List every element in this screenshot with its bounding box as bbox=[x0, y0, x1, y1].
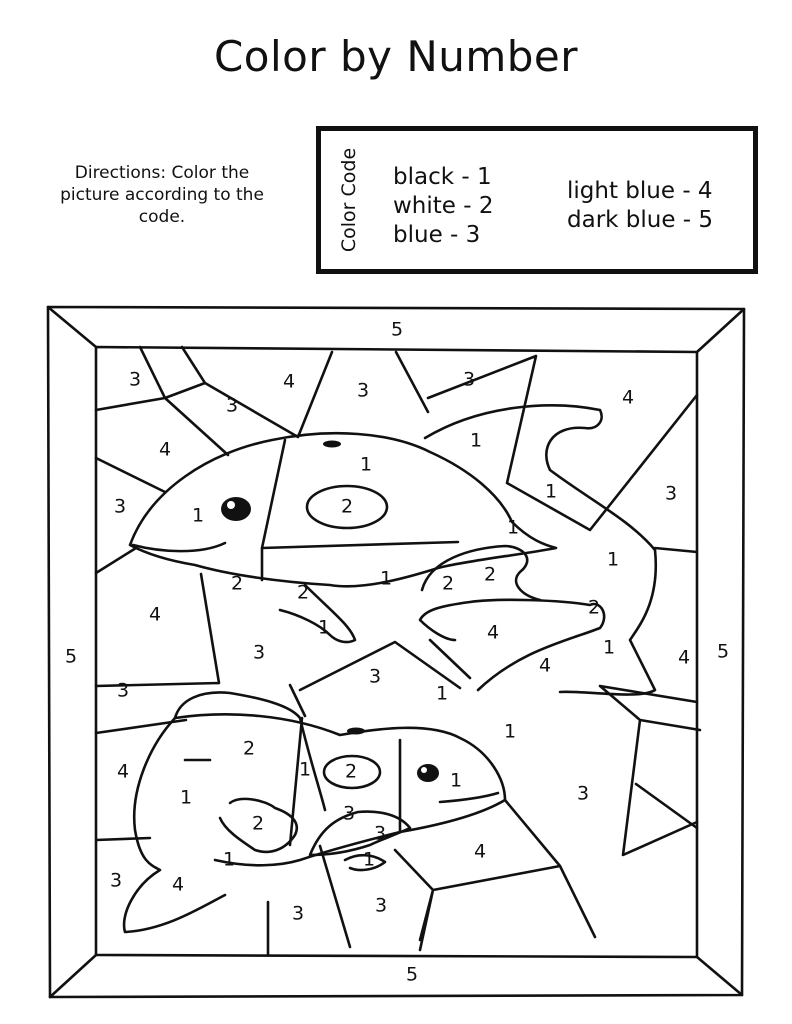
upper-shark-tail-top bbox=[423, 404, 658, 696]
region-number: 3 bbox=[357, 380, 369, 402]
region-number: 2 bbox=[297, 582, 309, 604]
region-number: 2 bbox=[442, 573, 454, 595]
region-number: 1 bbox=[223, 849, 235, 871]
lower-shark-gill bbox=[288, 716, 327, 847]
region-number: 4 bbox=[117, 761, 129, 783]
lower-shark-spot bbox=[322, 754, 382, 790]
color-code-box: Color Code black - 1 white - 2 blue - 3 … bbox=[316, 126, 758, 274]
color-code-column-2: light blue - 4 dark blue - 5 bbox=[567, 177, 713, 235]
region-number: 1 bbox=[450, 770, 462, 792]
region-number: 4 bbox=[539, 655, 551, 677]
upper-shark-nostril-icon bbox=[323, 440, 341, 448]
region-number: 3 bbox=[375, 895, 387, 917]
region-number: 3 bbox=[114, 496, 126, 518]
region-number: 5 bbox=[65, 646, 77, 668]
region-number: 2 bbox=[252, 813, 264, 835]
upper-shark-side-fin bbox=[420, 544, 542, 602]
color-code-item-dark-blue: dark blue - 5 bbox=[567, 207, 714, 233]
lower-shark-tail bbox=[122, 716, 227, 934]
region-number: 1 bbox=[363, 849, 375, 871]
region-number: 1 bbox=[318, 617, 330, 639]
region-number: 1 bbox=[436, 683, 448, 705]
region-number: 1 bbox=[603, 637, 615, 659]
lower-shark-body bbox=[173, 713, 507, 867]
upper-shark-pectoral bbox=[278, 583, 357, 644]
lower-shark-eye-icon bbox=[417, 764, 439, 782]
frame-corner-lines bbox=[46, 305, 746, 999]
region-number: 3 bbox=[665, 483, 677, 505]
region-number: 3 bbox=[226, 395, 238, 417]
region-number: 1 bbox=[545, 481, 557, 503]
region-number: 3 bbox=[292, 903, 304, 925]
region-number: 1 bbox=[180, 787, 192, 809]
upper-shark-lower-fin bbox=[418, 598, 606, 692]
region-number: 2 bbox=[345, 761, 357, 783]
upper-shark-mouth bbox=[131, 541, 227, 553]
region-number: 4 bbox=[159, 439, 171, 461]
region-number: 2 bbox=[243, 738, 255, 760]
region-number: 4 bbox=[283, 371, 295, 393]
region-number: 2 bbox=[484, 564, 496, 586]
region-number: 1 bbox=[360, 454, 372, 476]
color-code-item-black: black - 1 bbox=[393, 164, 492, 190]
region-number: 1 bbox=[470, 430, 482, 452]
lower-shark-top-fin bbox=[173, 691, 302, 720]
region-number: 4 bbox=[487, 622, 499, 644]
region-number: 3 bbox=[463, 369, 475, 391]
region-number: 2 bbox=[341, 496, 353, 518]
background-lines bbox=[94, 345, 702, 957]
color-code-item-white: white - 2 bbox=[393, 193, 494, 219]
region-number: 5 bbox=[717, 641, 729, 663]
region-number: 5 bbox=[406, 964, 418, 986]
region-number: 1 bbox=[607, 549, 619, 571]
lower-shark-lines bbox=[183, 738, 402, 834]
outer-frame bbox=[46, 305, 746, 999]
lower-shark-tail-fin bbox=[218, 797, 299, 854]
region-number: 4 bbox=[149, 604, 161, 626]
color-code-item-blue: blue - 3 bbox=[393, 222, 481, 248]
lower-shark-nostril-icon bbox=[347, 727, 365, 735]
region-number: 3 bbox=[343, 803, 355, 825]
region-number: 2 bbox=[588, 597, 600, 619]
directions-text: Directions: Color the picture according … bbox=[60, 163, 264, 227]
color-code-column-1: black - 1 white - 2 blue - 3 bbox=[393, 163, 494, 250]
region-number: 2 bbox=[231, 573, 243, 595]
lower-shark-eye-glint bbox=[421, 767, 427, 773]
region-number: 4 bbox=[172, 874, 184, 896]
region-number: 3 bbox=[110, 870, 122, 892]
region-number: 3 bbox=[369, 666, 381, 688]
region-number: 4 bbox=[622, 387, 634, 409]
region-number: 4 bbox=[474, 841, 486, 863]
upper-shark-eye-glint bbox=[227, 501, 235, 509]
region-number: 4 bbox=[678, 647, 690, 669]
region-number: 5 bbox=[391, 319, 403, 341]
region-number: 1 bbox=[380, 568, 392, 590]
color-code-item-light-blue: light blue - 4 bbox=[567, 178, 713, 204]
region-number: 3 bbox=[253, 642, 265, 664]
region-number: 1 bbox=[299, 759, 311, 781]
lower-shark-side-fin bbox=[308, 810, 412, 857]
page-title: Color by Number bbox=[213, 32, 579, 81]
region-number: 1 bbox=[504, 721, 516, 743]
region-number: 3 bbox=[577, 783, 589, 805]
upper-shark-body bbox=[128, 431, 558, 588]
lower-shark-small-fin bbox=[343, 853, 387, 872]
upper-shark-eye-icon bbox=[221, 497, 251, 521]
region-number: 3 bbox=[129, 369, 141, 391]
region-number: 3 bbox=[117, 680, 129, 702]
lower-shark-mouth bbox=[438, 791, 500, 804]
region-number: 3 bbox=[374, 823, 386, 845]
region-number: 1 bbox=[192, 505, 204, 527]
upper-shark-spot bbox=[305, 484, 389, 530]
region-number: 1 bbox=[507, 517, 519, 539]
